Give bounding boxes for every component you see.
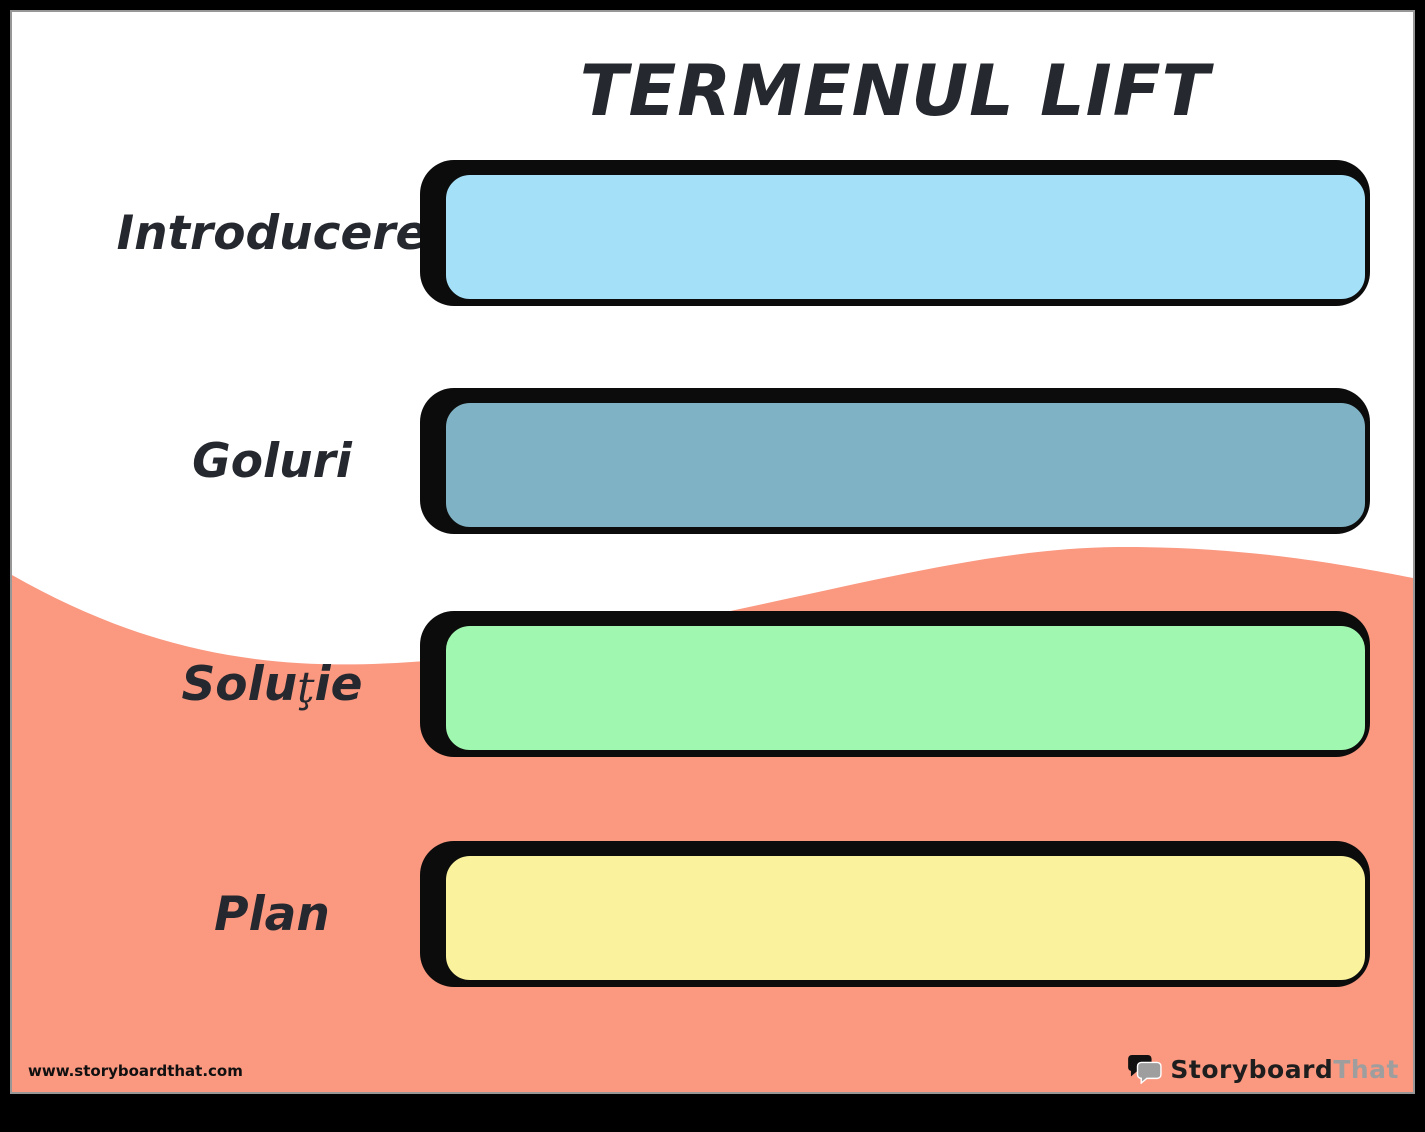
speech-bubbles-icon	[1128, 1054, 1163, 1084]
footer-url: www.storyboardthat.com	[28, 1062, 243, 1080]
answer-box-plan[interactable]	[442, 852, 1369, 984]
row-label-text: Goluri	[192, 433, 352, 489]
row-label-text: ie	[314, 656, 363, 712]
brand-name-secondary: That	[1333, 1054, 1399, 1084]
row-label-text: Solu	[181, 656, 298, 712]
answer-box-solutie[interactable]	[442, 622, 1369, 754]
row-introducere: Introducere	[12, 160, 1413, 306]
row-label-special-char: ţ	[297, 663, 315, 713]
row-plan: Plan	[12, 841, 1413, 987]
brand-name-primary: Storyboard	[1170, 1054, 1334, 1084]
row-label: Plan	[72, 841, 472, 987]
row-goluri: Goluri	[12, 388, 1413, 534]
row-label-text: Introducere	[116, 205, 428, 261]
answer-box-outline	[420, 388, 1370, 534]
brand-text: StoryboardThat	[1170, 1055, 1399, 1084]
answer-box-outline	[420, 841, 1370, 987]
brand-logo: StoryboardThat	[1128, 1054, 1399, 1084]
answer-box-goluri[interactable]	[442, 399, 1369, 531]
page-title: TERMENUL LIFT	[579, 50, 1211, 132]
answer-box-introducere[interactable]	[442, 171, 1369, 303]
row-label: Goluri	[72, 388, 472, 534]
row-label-text: Plan	[214, 886, 330, 942]
answer-box-outline	[420, 160, 1370, 306]
row-label: Introducere	[72, 160, 472, 306]
answer-box-outline	[420, 611, 1370, 757]
